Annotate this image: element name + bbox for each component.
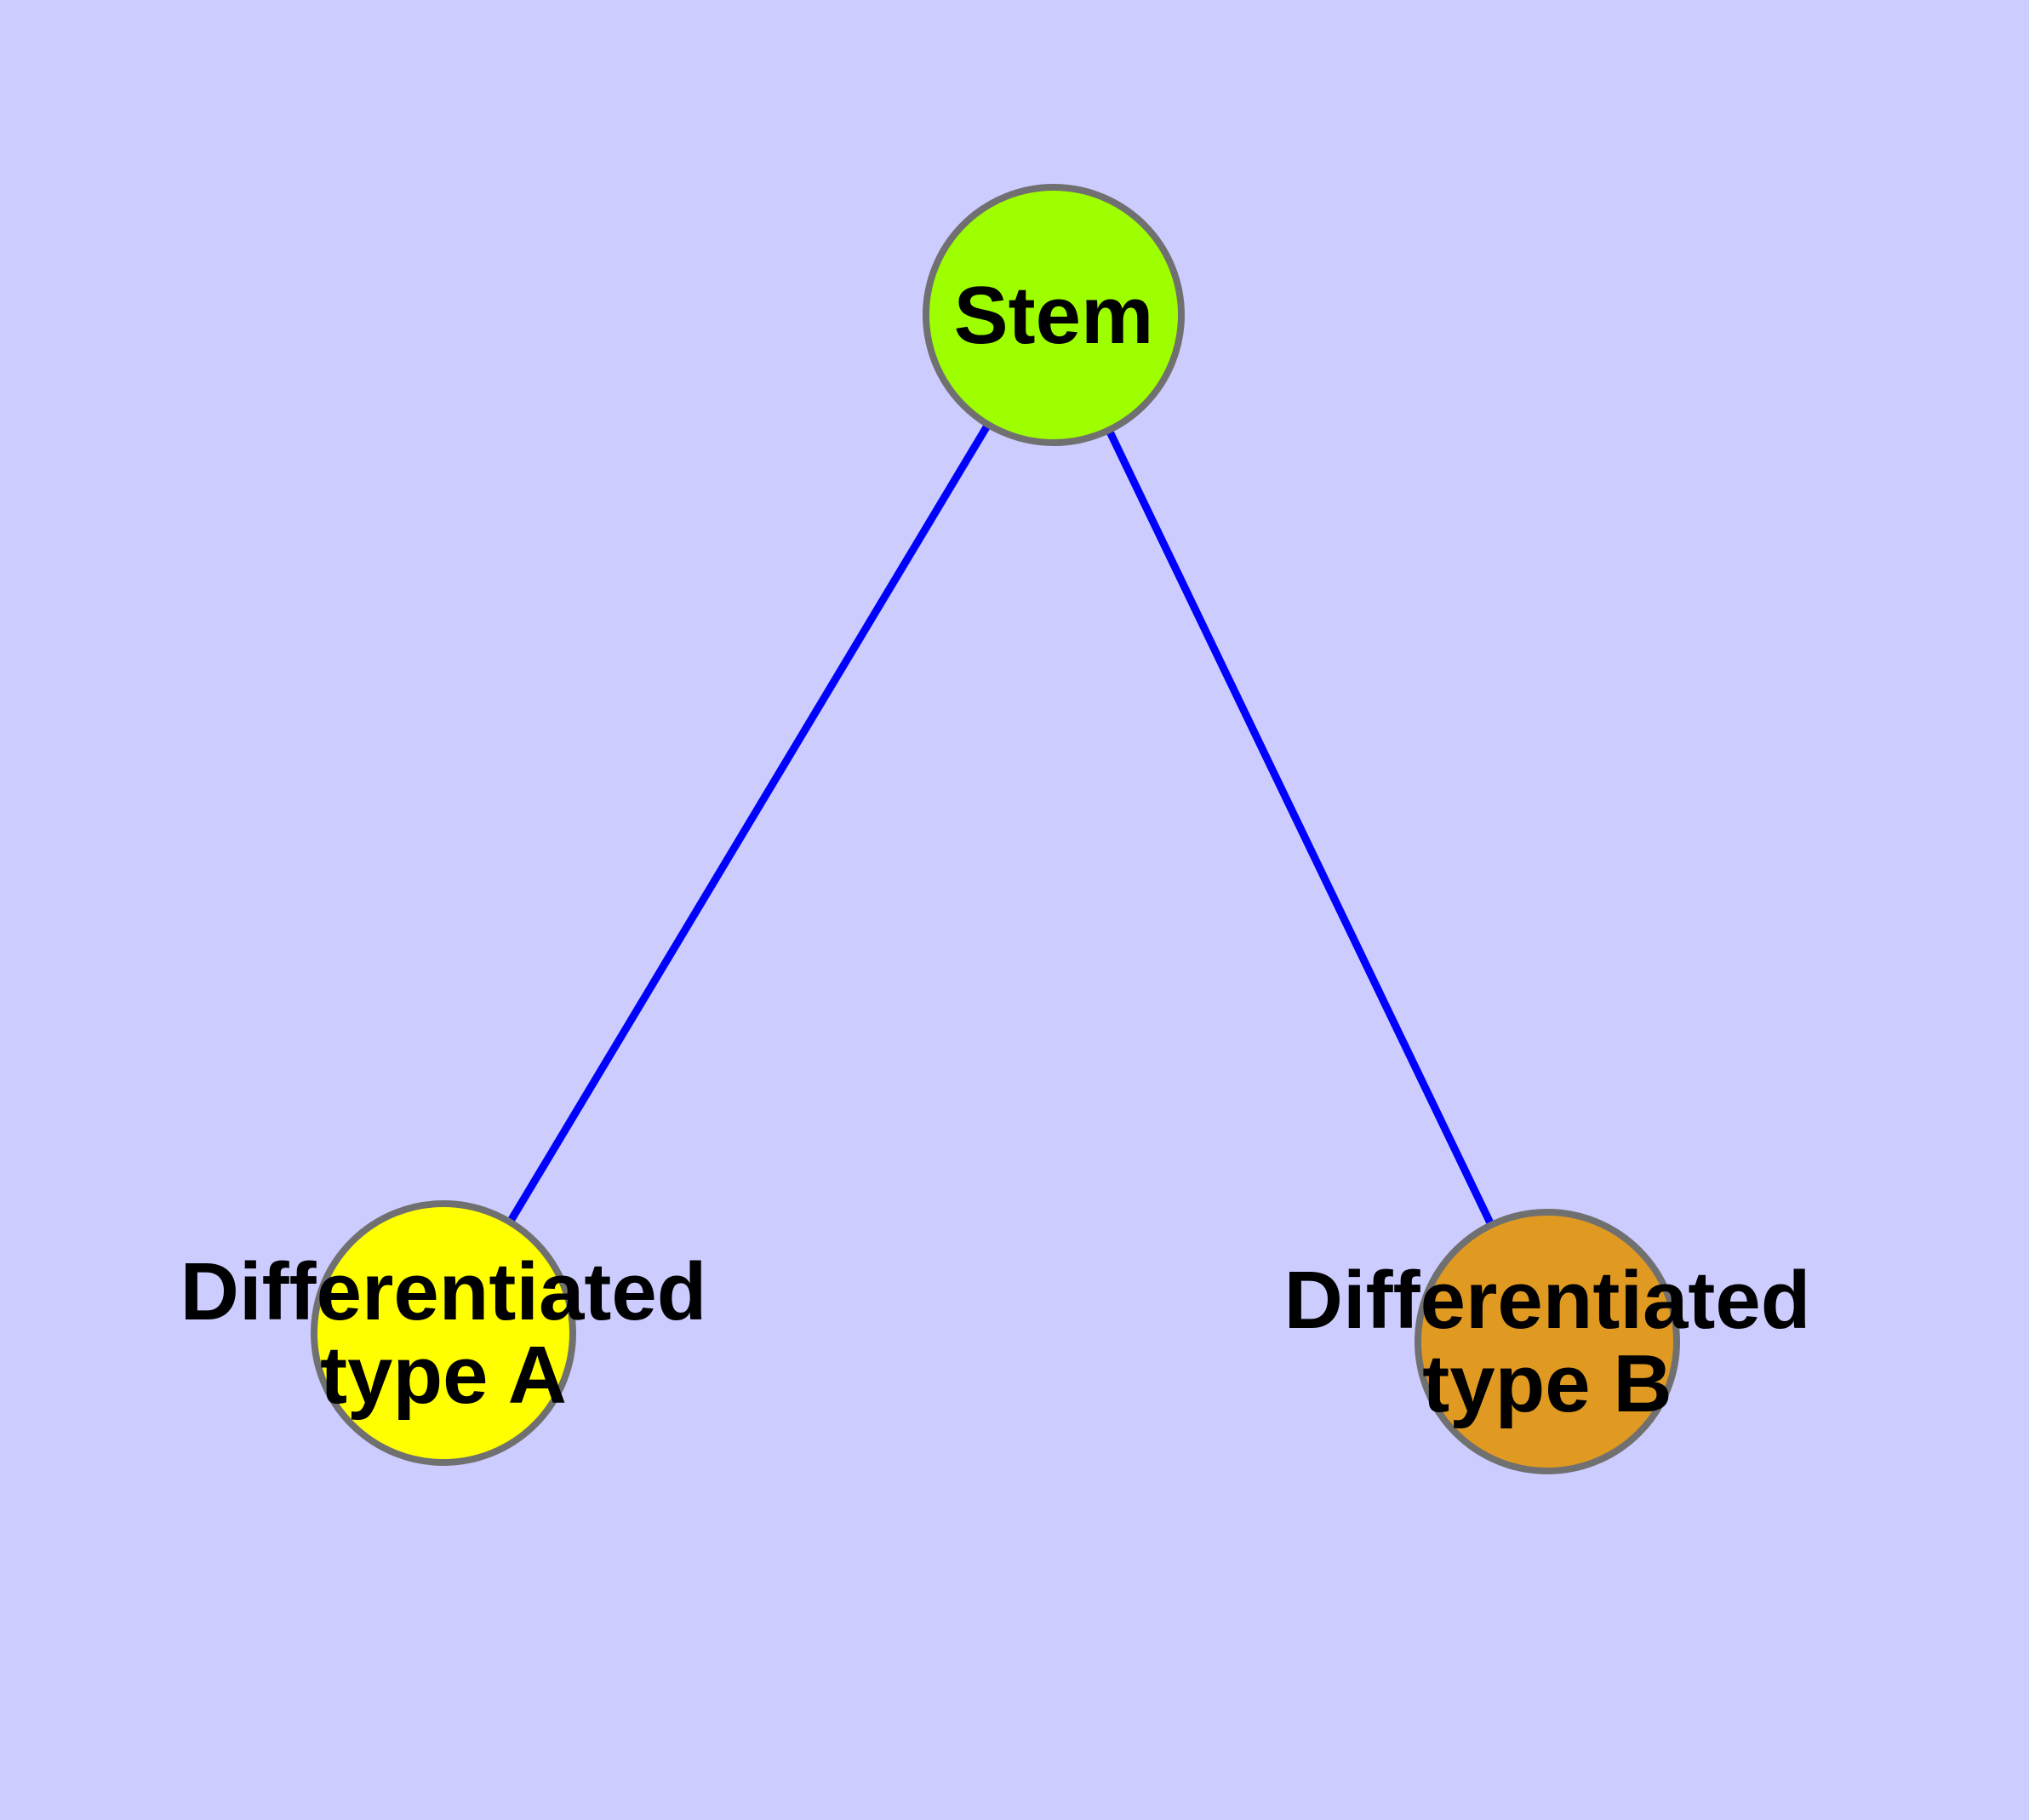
node-layer: [311, 184, 1680, 1474]
node-diff-a-circle[interactable]: [311, 1200, 576, 1466]
node-diff-a[interactable]: [311, 1200, 576, 1466]
edge-stem-to-diff-b[interactable]: [1049, 313, 1552, 1343]
node-label-line: type A: [320, 1330, 567, 1421]
node-stem[interactable]: [923, 184, 1185, 446]
node-label-line: type B: [1422, 1338, 1672, 1429]
node-label-line: Differentiated: [180, 1246, 707, 1337]
node-label-line: Stem: [954, 270, 1154, 361]
node-stem-label: Stem: [954, 270, 1154, 361]
node-label-line: Differentiated: [1284, 1255, 1811, 1346]
node-diff-b-circle[interactable]: [1415, 1209, 1680, 1474]
node-diff-b[interactable]: [1415, 1209, 1680, 1474]
node-stem-circle[interactable]: [923, 184, 1185, 446]
edge-stem-to-diff-a[interactable]: [440, 312, 1057, 1336]
edge-layer: [440, 312, 1552, 1343]
